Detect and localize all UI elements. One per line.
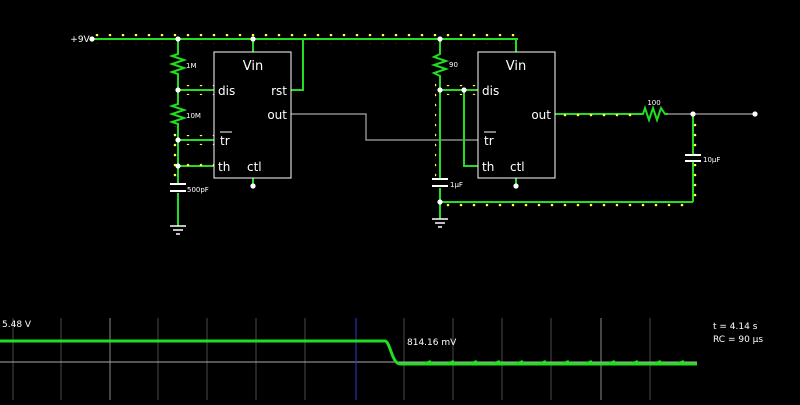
timer2-th-pin: th	[482, 160, 494, 174]
timer2-tr-pin: tr	[484, 134, 494, 148]
timer1-title: Vin	[243, 59, 263, 74]
scope-info-rc: RC = 90 µs	[713, 335, 763, 345]
scope-panel[interactable]: 5.48 V 814.16 mV t = 4.14 s RC = 90 µs	[0, 318, 763, 400]
resistor-r3[interactable]: 90	[430, 52, 458, 78]
timer2-dis-pin: dis	[482, 84, 499, 98]
resistor-r4[interactable]: 100	[640, 99, 668, 124]
scope-max-voltage: 5.48 V	[2, 320, 32, 330]
capacitor-c3[interactable]: 10µF	[685, 154, 720, 164]
scope-trace	[0, 339, 697, 366]
timer2-chip[interactable]: Vin dis out tr th ctl	[477, 51, 556, 179]
timer1-dis-pin: dis	[218, 84, 235, 98]
scope-ripple	[424, 360, 687, 365]
timer2-ctl-pin: ctl	[510, 160, 525, 174]
timer1-tr-pin: tr	[220, 134, 230, 148]
supply-label: +9V	[70, 35, 90, 45]
r3-label: 90	[449, 61, 458, 69]
r2-label: 10M	[186, 112, 201, 120]
r4-label: 100	[647, 99, 660, 107]
ground-symbol-left	[170, 225, 186, 235]
timer1-out-to-timer2-tr-wire[interactable]	[291, 113, 478, 141]
ground-symbol-right	[432, 218, 448, 228]
resistor-r1[interactable]: 1M	[168, 52, 197, 76]
timer1-ctl-pin: ctl	[247, 160, 262, 174]
rail-to-timer1-rst[interactable]	[291, 39, 304, 91]
timer2-title: Vin	[506, 59, 526, 74]
c1-label: 500pF	[187, 186, 209, 194]
resistor-r2[interactable]: 10M	[168, 102, 201, 126]
junction-dots	[175, 36, 758, 205]
capacitor-c2[interactable]: 1µF	[432, 178, 463, 189]
th2-wire[interactable]	[463, 90, 478, 167]
r1-label: 1M	[186, 62, 197, 70]
timer1-rst-pin: rst	[271, 84, 287, 98]
timer1-out-pin: out	[267, 108, 287, 122]
scope-cursor-voltage: 814.16 mV	[407, 338, 457, 348]
timer1-chip[interactable]: Vin dis rst out tr th ctl	[213, 51, 292, 179]
timer2-out-pin: out	[531, 108, 551, 122]
output-terminal	[752, 111, 758, 117]
scope-major-grid	[109, 318, 602, 400]
timer1-th-pin: th	[218, 160, 230, 174]
scope-grid	[12, 318, 651, 400]
c2-label: 1µF	[450, 181, 463, 189]
capacitor-c1[interactable]: 500pF	[170, 183, 209, 194]
c3-label: 10µF	[703, 156, 720, 164]
supply-source[interactable]: +9V	[70, 35, 95, 45]
scope-info-time: t = 4.14 s	[713, 322, 758, 332]
